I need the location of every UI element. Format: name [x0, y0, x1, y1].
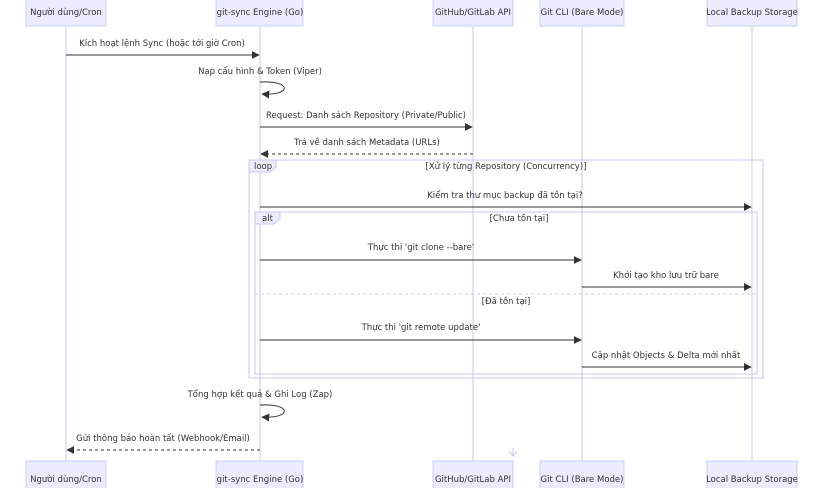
participant-label: Người dùng/Cron — [30, 7, 102, 18]
message-m3: Request: Danh sách Repository (Private/P… — [260, 111, 473, 131]
participants-bottom: Người dùng/Cron git-sync Engine (Go) Git… — [25, 460, 798, 492]
participant-label: git-sync Engine (Go) — [217, 8, 304, 18]
alt-else-condition: [Đã tồn tại] — [482, 296, 531, 307]
participant-git: Git CLI (Bare Mode) — [539, 460, 625, 492]
message-m2: Nạp cấu hình & Token (Viper) — [198, 66, 322, 99]
message-label: Request: Danh sách Repository (Private/P… — [266, 111, 466, 121]
participant-engine: git-sync Engine (Go) — [215, 0, 304, 27]
alt-keyword: alt — [262, 214, 274, 224]
participant-git: Git CLI (Bare Mode) — [539, 0, 625, 27]
message-m4: Trả về danh sách Metadata (URLs) — [260, 137, 473, 158]
participant-label: GitHub/GitLab API — [435, 8, 511, 18]
participants-top: Người dùng/Cron git-sync Engine (Go) Git… — [25, 0, 798, 27]
participant-label: git-sync Engine (Go) — [217, 475, 304, 485]
message-label: Thực thi 'git clone --bare' — [367, 243, 474, 253]
message-label: Kiểm tra thư mục backup đã tồn tại? — [427, 190, 583, 201]
alt-tag — [254, 211, 281, 225]
message-m8: Thực thi 'git remote update' — [260, 323, 582, 344]
participant-api: GitHub/GitLab API — [432, 0, 514, 27]
lifelines — [65, 27, 753, 462]
participant-label: Git CLI (Bare Mode) — [541, 8, 624, 18]
participant-storage: Local Backup Storage — [706, 0, 798, 27]
message-m7: Khởi tạo kho lưu trữ bare — [582, 270, 752, 291]
participant-api: GitHub/GitLab API — [432, 460, 514, 492]
message-m1: Kích hoạt lệnh Sync (hoặc tới giờ Cron) — [66, 38, 260, 59]
message-label: Thực thi 'git remote update' — [361, 323, 481, 333]
participant-label: Người dùng/Cron — [30, 474, 102, 485]
message-m9: Cập nhật Objects & Delta mới nhất — [582, 350, 752, 371]
message-m10: Tổng hợp kết quả & Ghi Log (Zap) — [187, 389, 333, 422]
alt-fragment: alt [Chưa tồn tại] [Đã tồn tại] — [254, 211, 758, 375]
loop-fragment: loop [Xử lý từng Repository (Concurrency… — [248, 159, 764, 379]
message-label: Kích hoạt lệnh Sync (hoặc tới giờ Cron) — [79, 38, 245, 49]
participant-storage: Local Backup Storage — [706, 460, 798, 492]
participant-user: Người dùng/Cron — [25, 0, 107, 27]
messages: Kích hoạt lệnh Sync (hoặc tới giờ Cron) … — [66, 38, 752, 454]
message-m6: Thực thi 'git clone --bare' — [260, 243, 582, 264]
message-label: Gửi thông báo hoàn tất (Webhook/Email) — [76, 433, 250, 444]
message-m5: Kiểm tra thư mục backup đã tồn tại? — [260, 190, 752, 211]
loop-tag — [248, 159, 277, 173]
message-m11: Gửi thông báo hoàn tất (Webhook/Email) — [66, 433, 260, 454]
message-label: Trả về danh sách Metadata (URLs) — [293, 137, 440, 148]
message-arrow — [259, 81, 285, 99]
participant-label: Local Backup Storage — [706, 8, 798, 18]
participant-user: Người dùng/Cron — [25, 460, 107, 492]
alt-condition: [Chưa tồn tại] — [490, 213, 549, 224]
chevron-down-icon — [508, 448, 518, 457]
message-label: Nạp cấu hình & Token (Viper) — [198, 66, 322, 77]
loop-keyword: loop — [254, 162, 272, 172]
participant-label: Git CLI (Bare Mode) — [541, 475, 624, 485]
participant-engine: git-sync Engine (Go) — [215, 460, 304, 492]
message-label: Cập nhật Objects & Delta mới nhất — [592, 350, 741, 361]
message-arrow — [259, 404, 285, 422]
message-label: Khởi tạo kho lưu trữ bare — [613, 270, 719, 281]
loop-condition: [Xử lý từng Repository (Concurrency)] — [426, 161, 587, 172]
participant-label: Local Backup Storage — [706, 475, 798, 485]
participant-label: GitHub/GitLab API — [435, 475, 511, 485]
message-label: Tổng hợp kết quả & Ghi Log (Zap) — [187, 389, 333, 400]
